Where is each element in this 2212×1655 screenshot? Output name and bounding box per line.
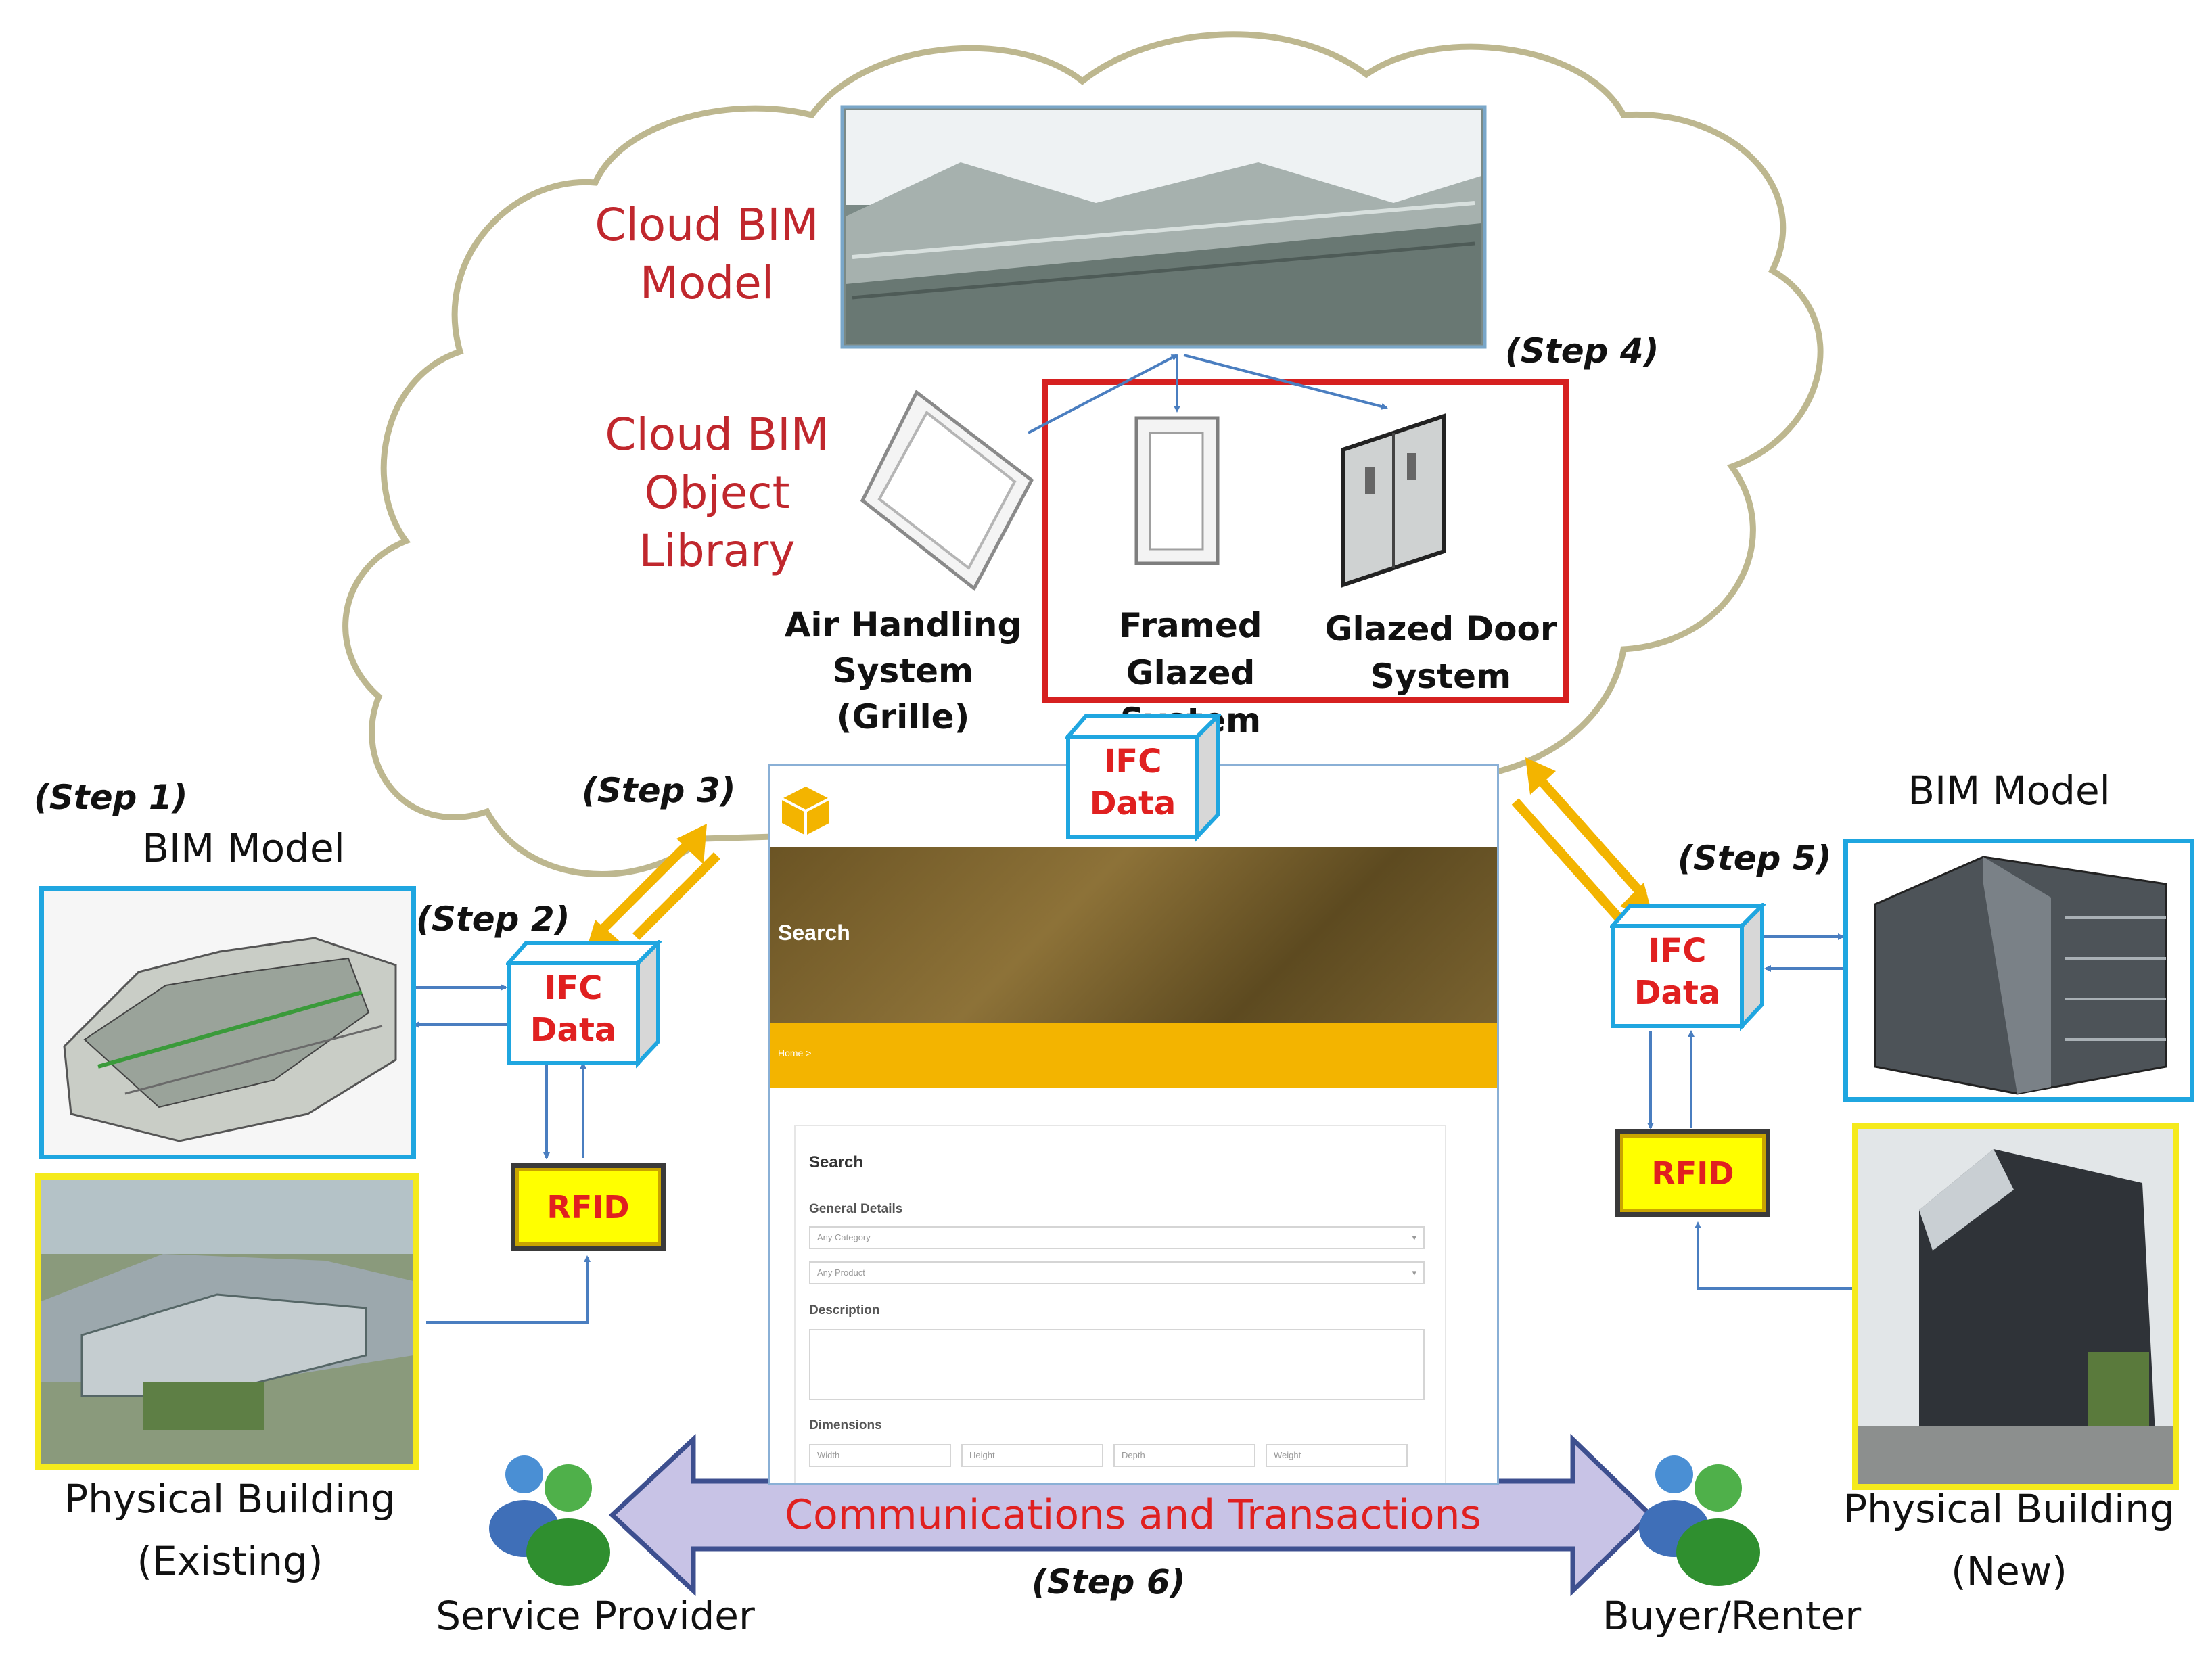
step6-label: (Step 6) xyxy=(1032,1562,1186,1602)
ifc-label: IFC xyxy=(1103,743,1162,780)
dim-depth-field[interactable]: Depth xyxy=(1113,1444,1255,1467)
portal-breadcrumb-bar: Home > xyxy=(770,1023,1497,1088)
cloud-bim-library-label: Cloud BIM Object Library xyxy=(605,409,829,577)
dim-height-field[interactable]: Height xyxy=(961,1444,1103,1467)
category-select[interactable]: Any Category ▾ xyxy=(809,1226,1425,1249)
general-details-label: General Details xyxy=(809,1202,903,1216)
step1-label: (Step 1) xyxy=(34,778,188,817)
data-label: Data xyxy=(530,1011,617,1050)
step2-label: (Step 2) xyxy=(416,900,570,939)
highlight-box-step4 xyxy=(1042,379,1569,703)
data-label: Data xyxy=(1634,974,1721,1012)
right-connectors xyxy=(1647,933,1857,1290)
framed-glazed-image xyxy=(1134,416,1220,565)
right-physical-building-label: Physical Building (New) xyxy=(1843,1486,2175,1594)
yellow-arrows-right xyxy=(1511,757,1654,927)
cloud-bim-model-label: Cloud BIM Model xyxy=(595,199,819,309)
communications-label: Communications and Transactions xyxy=(785,1491,1481,1539)
description-field[interactable] xyxy=(809,1329,1425,1400)
form-title: Search xyxy=(809,1153,864,1171)
step4-label: (Step 4) xyxy=(1505,331,1659,371)
description-label: Description xyxy=(809,1303,880,1318)
ifc-data-cube-top: IFC Data xyxy=(1065,714,1221,842)
service-provider-label: Service Provider xyxy=(436,1593,755,1639)
chevron-down-icon: ▾ xyxy=(1412,1267,1416,1278)
right-bim-model-label: BIM Model xyxy=(1908,768,2111,814)
left-physical-building-label: Physical Building (Existing) xyxy=(64,1476,396,1584)
left-bim-model-label: BIM Model xyxy=(142,825,345,871)
right-bim-model-image xyxy=(1843,839,2194,1102)
product-select-value: Any Product xyxy=(817,1267,865,1278)
step5-label: (Step 5) xyxy=(1678,839,1832,878)
portal-logo-icon xyxy=(781,787,830,835)
ifc-label: IFC xyxy=(1648,932,1707,970)
portal-search-form: Search General Details Any Category ▾ An… xyxy=(794,1125,1446,1483)
framed-glazed-label: Framed Glazed System xyxy=(1119,606,1262,740)
buyer-people-icon xyxy=(1639,1455,1760,1586)
glazed-door-image xyxy=(1341,413,1446,588)
dim-weight-field[interactable]: Weight xyxy=(1266,1444,1408,1467)
rfid-tag-left: RFID xyxy=(511,1163,666,1251)
ifc-data-cube-left: IFC Data xyxy=(506,940,662,1069)
buyer-renter-label: Buyer/Renter xyxy=(1602,1593,1862,1639)
dim-width-field[interactable]: Width xyxy=(809,1444,951,1467)
data-label: Data xyxy=(1089,785,1176,823)
left-bim-model-image xyxy=(39,886,416,1159)
air-handling-label: Air Handling System (Grille) xyxy=(784,605,1022,737)
ifc-label: IFC xyxy=(544,969,603,1007)
glazed-door-label: Glazed Door System xyxy=(1324,609,1557,696)
portal-banner: Search xyxy=(770,847,1497,1023)
library-arrows xyxy=(1028,354,1388,434)
right-physical-building-image xyxy=(1852,1123,2179,1490)
rfid-label: RFID xyxy=(1651,1155,1734,1192)
category-select-value: Any Category xyxy=(817,1232,871,1242)
air-handling-grille-image xyxy=(860,390,1034,591)
chevron-down-icon: ▾ xyxy=(1412,1232,1416,1242)
portal-breadcrumb[interactable]: Home > xyxy=(778,1048,812,1058)
ifc-data-cube-right: IFC Data xyxy=(1610,903,1766,1031)
left-connectors xyxy=(411,984,591,1324)
rfid-tag-right: RFID xyxy=(1615,1129,1770,1217)
product-select[interactable]: Any Product ▾ xyxy=(809,1261,1425,1284)
rfid-label: RFID xyxy=(547,1188,630,1226)
web-portal-screenshot: Search Home > Search General Details Any… xyxy=(768,764,1499,1485)
portal-banner-title: Search xyxy=(778,920,850,945)
cloud-bim-model-image xyxy=(840,105,1487,349)
left-physical-building-image xyxy=(35,1173,419,1470)
step3-label: (Step 3) xyxy=(582,771,736,810)
dimensions-label: Dimensions xyxy=(809,1418,882,1432)
service-provider-people-icon xyxy=(489,1455,610,1586)
